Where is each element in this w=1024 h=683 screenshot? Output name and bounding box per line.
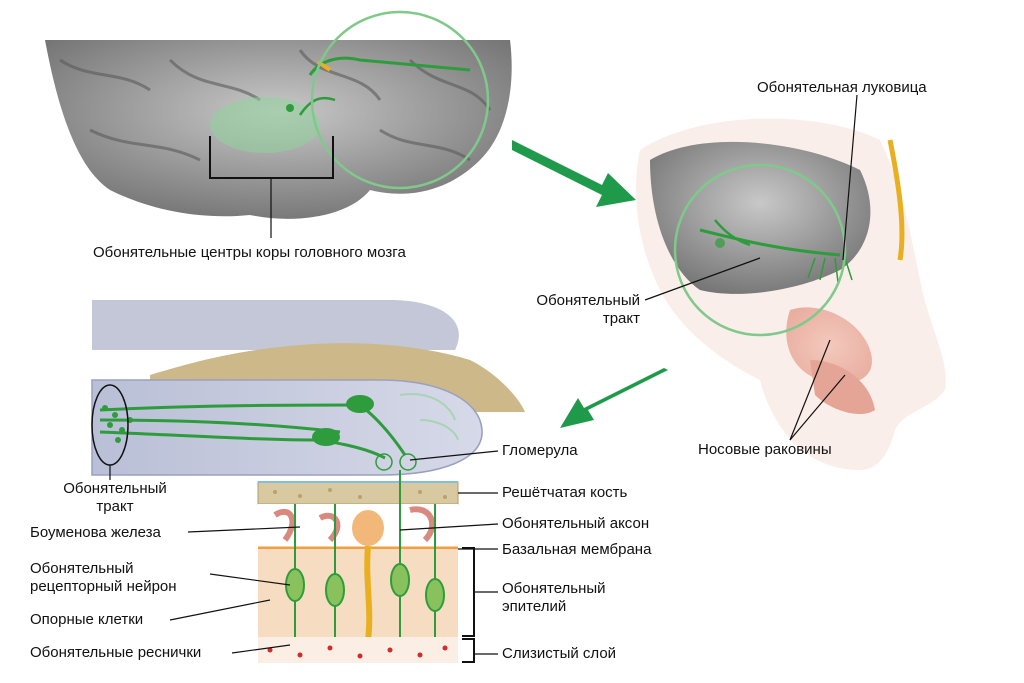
label-bowman-gland: Боуменова железа: [30, 524, 161, 541]
label-olfactory-tract-face-line2: тракт: [602, 310, 640, 327]
label-cribriform-plate: Решётчатая кость: [502, 484, 628, 501]
label-olfactory-cilia: Обонятельные реснички: [30, 644, 202, 661]
label-receptor-neuron-line2: рецепторный нейрон: [30, 578, 177, 595]
label-olfactory-tract-detail: Обонятельный тракт: [45, 480, 185, 516]
arrow-to-detail: [560, 368, 668, 428]
label-cortex-centers: Обонятельные центры коры головного мозга: [93, 244, 406, 261]
label-nasal-conchae: Носовые раковины: [698, 441, 832, 458]
arrow-to-face: [512, 140, 636, 207]
brain-top-left: [45, 10, 512, 238]
label-supporting-cells: Опорные клетки: [30, 611, 144, 628]
olfactory-detail: [91, 300, 525, 663]
label-receptor-neuron-line1: Обонятельный: [30, 560, 134, 577]
label-olfactory-tract-face: Обонятельный тракт: [510, 292, 640, 328]
label-olfactory-epithelium-line2: эпителий: [502, 598, 567, 615]
label-olfactory-tract-detail-line1: Обонятельный: [63, 480, 167, 497]
label-olfactory-tract-face-line1: Обонятельный: [536, 292, 640, 309]
label-receptor-neuron: Обонятельный рецепторный нейрон: [30, 560, 177, 596]
label-basement-membrane: Базальная мембрана: [502, 541, 652, 558]
label-olfactory-axon: Обонятельный аксон: [502, 515, 650, 532]
face-profile: [636, 94, 946, 471]
label-olfactory-tract-detail-line2: тракт: [96, 498, 134, 515]
label-olfactory-epithelium-line1: Обонятельный: [502, 580, 606, 597]
label-mucus-layer: Слизистый слой: [502, 645, 617, 662]
label-glomerulus: Гломерула: [502, 442, 578, 459]
label-olfactory-bulb: Обонятельная луковица: [757, 79, 927, 96]
label-olfactory-epithelium: Обонятельный эпителий: [502, 580, 606, 616]
